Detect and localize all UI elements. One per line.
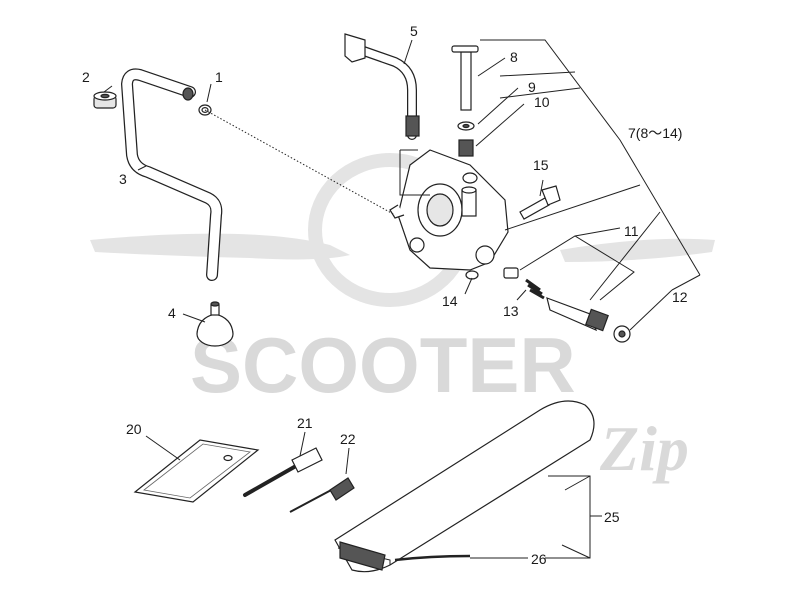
- callout-1: 1: [215, 69, 223, 85]
- watermark: SCOOTER Zip: [90, 153, 715, 484]
- callout-22: 22: [340, 431, 356, 447]
- callout-9: 9: [528, 79, 536, 95]
- part-12-cap: [613, 325, 631, 343]
- part-4-filter: [196, 301, 234, 347]
- watermark-scooter: SCOOTER: [190, 321, 576, 409]
- part-15-bolt: [519, 185, 561, 220]
- callout-21: 21: [297, 415, 313, 431]
- callout-2: 2: [82, 69, 90, 85]
- part-22-screwdriver: [289, 477, 355, 513]
- part-10-spring: [458, 139, 474, 157]
- oil-pump-body: [389, 149, 509, 271]
- callout-10: 10: [534, 94, 550, 110]
- part-20-bag: [133, 439, 260, 503]
- callout-8: 8: [510, 49, 518, 65]
- part-13-spring: [525, 278, 545, 300]
- watermark-zip: Zip: [599, 413, 689, 484]
- part-3-hose: [121, 68, 223, 281]
- callout-7: 7(8～14): [628, 125, 682, 141]
- part-5-delivery-hose: [344, 33, 420, 140]
- callout-26: 26: [531, 551, 547, 567]
- part-11-worm-gear: [546, 297, 609, 332]
- callout-5: 5: [410, 23, 418, 39]
- callout-3: 3: [119, 171, 127, 187]
- part-21-wrench: [243, 447, 323, 497]
- callout-13: 13: [503, 303, 519, 319]
- callout-4: 4: [168, 305, 176, 321]
- callout-25: 25: [604, 509, 620, 525]
- callout-11: 11: [624, 223, 639, 239]
- leader-lines: [103, 39, 701, 559]
- callout-15: 15: [533, 157, 549, 173]
- part-11-pin: [503, 267, 519, 279]
- part-26-strap: [394, 554, 471, 562]
- callouts: 1 2 3 4 5 7(8～14) 8 9 10 11 12 13 14 15 …: [82, 23, 688, 567]
- part-14-washer: [465, 270, 479, 280]
- part-2-grommet: [93, 91, 117, 109]
- part-25-bar-cover: [334, 400, 595, 573]
- callout-14: 14: [442, 293, 458, 309]
- callout-20: 20: [126, 421, 142, 437]
- part-9-washer: [457, 121, 475, 131]
- part-8-shaft: [451, 45, 479, 111]
- callout-12: 12: [672, 289, 688, 305]
